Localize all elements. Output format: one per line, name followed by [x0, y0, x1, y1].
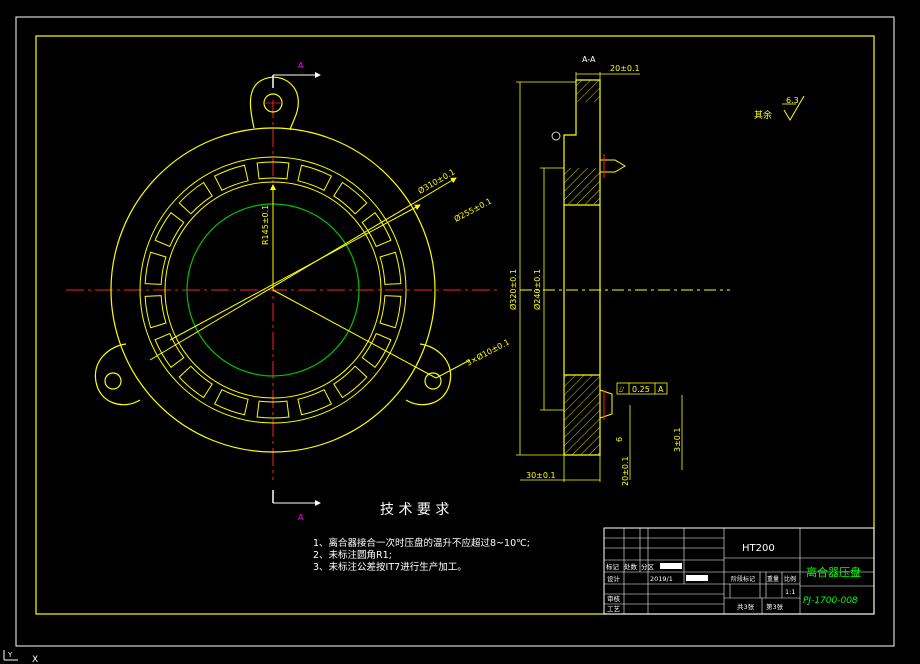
cooling-slot [297, 164, 333, 192]
section-view: A-A 20±0.1 Ø320±0.1 Ø240±0.1 30±0.1 20±0… [508, 55, 730, 486]
cooling-slot [178, 181, 213, 215]
gt-value: 0.25 [632, 385, 650, 394]
tech-requirements: 技 术 要 求 1、离合器接合一次时压盘的温升不应超过8~10℃; 2、未标注圆… [313, 502, 530, 573]
tb-part-name: 离合器压盘 [806, 565, 861, 579]
tb-label-review: 审核 [607, 594, 621, 603]
ring-inner [164, 181, 382, 399]
dim-text-bottom-width: 30±0.1 [526, 471, 556, 480]
section-arrow-top: A [272, 61, 321, 88]
dim-text-small: 6 [615, 437, 624, 442]
dim-leader-holes [435, 359, 471, 379]
tb-material: HT200 [742, 543, 775, 554]
cooling-slot [154, 332, 185, 368]
cooling-slot [144, 251, 167, 285]
hatch-low [564, 375, 600, 405]
dim-text-inner-dia: Ø240±0.1 [532, 269, 542, 310]
surface-marker [551, 131, 561, 141]
ucs-x-label: X [32, 655, 38, 664]
cooling-slot [379, 251, 402, 285]
hatch-base [564, 405, 600, 455]
cooling-slot [213, 164, 249, 192]
lug-top [249, 76, 299, 131]
tb-label-process: 工艺 [607, 605, 621, 613]
title-block: 标记 处数 分区 设计 2019/1 审核 工艺 HT200 离合器压盘 PJ-… [603, 527, 875, 615]
outer-frame [15, 16, 895, 647]
roughness-label: 其余 [754, 109, 772, 121]
section-lug-lower [599, 389, 613, 419]
section-arrow-bottom: A [272, 490, 321, 522]
tb-label-mark: 标记 [606, 562, 620, 571]
cooling-slots [144, 161, 402, 419]
dim-text-top-width: 20±0.1 [610, 64, 640, 73]
tech-item-1: 1、离合器接合一次时压盘的温升不应超过8~10℃; [313, 537, 530, 549]
tb-scale-header: 比例 [784, 575, 796, 583]
section-label-bottom: A [298, 513, 304, 522]
tb-label-design: 设计 [607, 574, 621, 583]
hatch-top [576, 80, 600, 102]
dim-line-d255 [169, 204, 421, 341]
tb-design-date: 2019/1 [650, 575, 673, 583]
tb-drawing-no: PJ-1700-008 [803, 596, 858, 606]
geometric-tolerance: ⌰ 0.25 A [616, 382, 668, 395]
tb-stage-header: 阶段标记 [731, 575, 755, 583]
cooling-slot [361, 212, 392, 248]
gt-datum: A [658, 385, 664, 394]
tb-scale: 1:1 [785, 588, 795, 596]
dim-text-d255: Ø255±0.1 [452, 196, 493, 224]
lug-left [94, 343, 141, 406]
section-lug-upper [600, 159, 626, 173]
dim-line-holes [272, 289, 437, 379]
gt-symbol: ⌰ [619, 385, 625, 394]
section-title: A-A [582, 55, 596, 64]
ucs-y-label: Y [7, 651, 13, 659]
cooling-slot [297, 388, 333, 416]
cooling-slot [154, 212, 185, 248]
cooling-slot [256, 400, 290, 419]
dim-text-step: 20±0.1 [621, 456, 630, 486]
cooling-slot [379, 295, 402, 329]
cooling-slot [361, 332, 392, 368]
dim-text-holes: 3×Ø10±0.1 [464, 337, 511, 368]
tb-label-count: 处数 [624, 562, 638, 571]
ucs-icon: Y X [3, 650, 38, 664]
cooling-slot [178, 365, 213, 399]
tb-total-sheets: 共3张 [737, 602, 755, 611]
cooling-slot [256, 161, 290, 180]
ring-outer [139, 156, 407, 424]
cooling-slot [333, 365, 368, 399]
lug-right [405, 343, 452, 406]
roughness-note: 其余 6.3 [754, 95, 805, 121]
tb-weight-header: 重量 [767, 575, 779, 583]
cooling-slot [333, 181, 368, 215]
dim-text-outer-dia: Ø320±0.1 [508, 269, 518, 310]
dim-line-d310 [149, 177, 457, 361]
tb-sheet-no: 第3张 [766, 602, 784, 611]
cooling-slot [213, 388, 249, 416]
dim-text-height: 3±0.1 [673, 427, 682, 452]
outer-circle [110, 127, 436, 453]
tech-item-3: 3、未标注公差按IT7进行生产加工。 [313, 561, 467, 573]
tb-label-zone: 分区 [641, 562, 655, 571]
tech-item-2: 2、未标注圆角R1; [313, 549, 392, 561]
cooling-slot [144, 295, 167, 329]
dim-text-r145: R145±0.1 [261, 205, 270, 245]
hatch-mid [564, 168, 600, 204]
tech-heading: 技 术 要 求 [380, 502, 449, 518]
inner-frame [35, 35, 875, 615]
section-label-top: A [298, 61, 304, 70]
roughness-value: 6.3 [786, 96, 799, 105]
front-view: R145±0.1 Ø310±0.1 Ø255±0.1 3×Ø10±0.1 A A [66, 61, 511, 522]
